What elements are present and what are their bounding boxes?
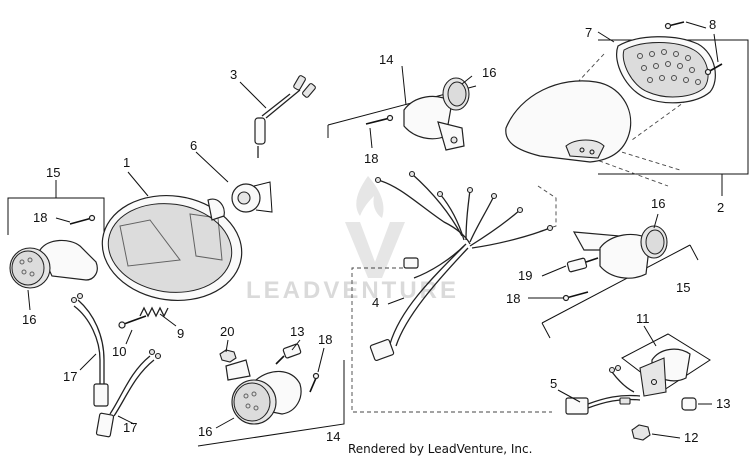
callout-6: 6 bbox=[190, 138, 197, 153]
callout-8: 8 bbox=[709, 17, 716, 32]
callout-19: 19 bbox=[518, 268, 532, 283]
plate-lamp-part-11[interactable] bbox=[621, 333, 711, 397]
screw-part-18-lower[interactable] bbox=[309, 372, 320, 393]
screw-part-18-upper[interactable] bbox=[365, 114, 394, 125]
callout-15-left: 15 bbox=[46, 165, 60, 180]
lamp-wire-part-5[interactable] bbox=[565, 364, 641, 415]
callout-11: 11 bbox=[636, 311, 650, 326]
tail-lens-part-7[interactable] bbox=[616, 36, 716, 104]
nut-part-20[interactable] bbox=[219, 349, 237, 363]
bolt-part-13-right[interactable] bbox=[681, 397, 697, 411]
harness-part-17-a[interactable] bbox=[70, 292, 109, 407]
callout-16-lower: 16 bbox=[198, 424, 212, 439]
callout-15-right: 15 bbox=[676, 280, 690, 295]
callout-14-upper: 14 bbox=[379, 52, 393, 67]
callout-14-lower: 14 bbox=[326, 429, 340, 444]
callout-20: 20 bbox=[220, 324, 234, 339]
render-credit: Rendered by LeadVenture, Inc. bbox=[348, 442, 532, 456]
callout-16-left: 16 bbox=[22, 312, 36, 327]
turn-signal-right[interactable] bbox=[572, 225, 668, 279]
leader-lines bbox=[27, 21, 719, 439]
bracket-14-lower bbox=[197, 360, 345, 447]
callout-16-upper: 16 bbox=[482, 65, 496, 80]
tail-lamp-housing[interactable] bbox=[505, 80, 632, 163]
turn-signal-left-front[interactable] bbox=[9, 239, 98, 289]
callout-numbers: 1 2 3 4 5 6 7 8 9 10 11 12 13 13 14 14 1… bbox=[22, 17, 730, 445]
callout-18-upper: 18 bbox=[364, 151, 378, 166]
callout-18-left: 18 bbox=[33, 210, 47, 225]
bolt-part-19[interactable] bbox=[566, 257, 599, 273]
bracket-15-left bbox=[7, 197, 105, 242]
callout-12: 12 bbox=[684, 430, 698, 445]
harness-part-17-b[interactable] bbox=[95, 348, 162, 438]
callout-13-right: 13 bbox=[716, 396, 730, 411]
callout-18-right: 18 bbox=[506, 291, 520, 306]
screw-part-18-right[interactable] bbox=[562, 291, 589, 302]
bulb-socket-part-6[interactable] bbox=[231, 181, 273, 213]
headlamp-part-1[interactable] bbox=[95, 187, 248, 309]
callout-4: 4 bbox=[372, 295, 379, 310]
callout-10: 10 bbox=[112, 344, 126, 359]
callout-17-b: 17 bbox=[123, 420, 137, 435]
screw-part-10[interactable] bbox=[118, 315, 147, 329]
callout-7: 7 bbox=[585, 25, 592, 40]
callout-13-lower: 13 bbox=[290, 324, 304, 339]
spring-part-9[interactable] bbox=[139, 306, 169, 318]
nut-part-12[interactable] bbox=[631, 424, 651, 441]
callout-9: 9 bbox=[177, 326, 184, 341]
main-harness-part-4[interactable] bbox=[369, 170, 554, 361]
callout-5: 5 bbox=[550, 376, 557, 391]
callout-2: 2 bbox=[717, 200, 724, 215]
screw-part-18-left[interactable] bbox=[69, 214, 96, 225]
callout-16-right: 16 bbox=[651, 196, 665, 211]
callout-1: 1 bbox=[123, 155, 130, 170]
bulb-part-3[interactable] bbox=[254, 75, 316, 158]
watermark-brand: LEADVENTURE bbox=[246, 277, 459, 304]
callout-17-a: 17 bbox=[63, 369, 77, 384]
bolt-part-13-lower[interactable] bbox=[275, 343, 302, 365]
screws-part-8[interactable] bbox=[664, 21, 723, 76]
watermark-logo-icon bbox=[345, 176, 405, 278]
callout-18-lower: 18 bbox=[318, 332, 332, 347]
turn-signal-upper[interactable] bbox=[403, 77, 470, 151]
callout-3: 3 bbox=[230, 67, 237, 82]
turn-signal-lower[interactable] bbox=[225, 359, 302, 425]
